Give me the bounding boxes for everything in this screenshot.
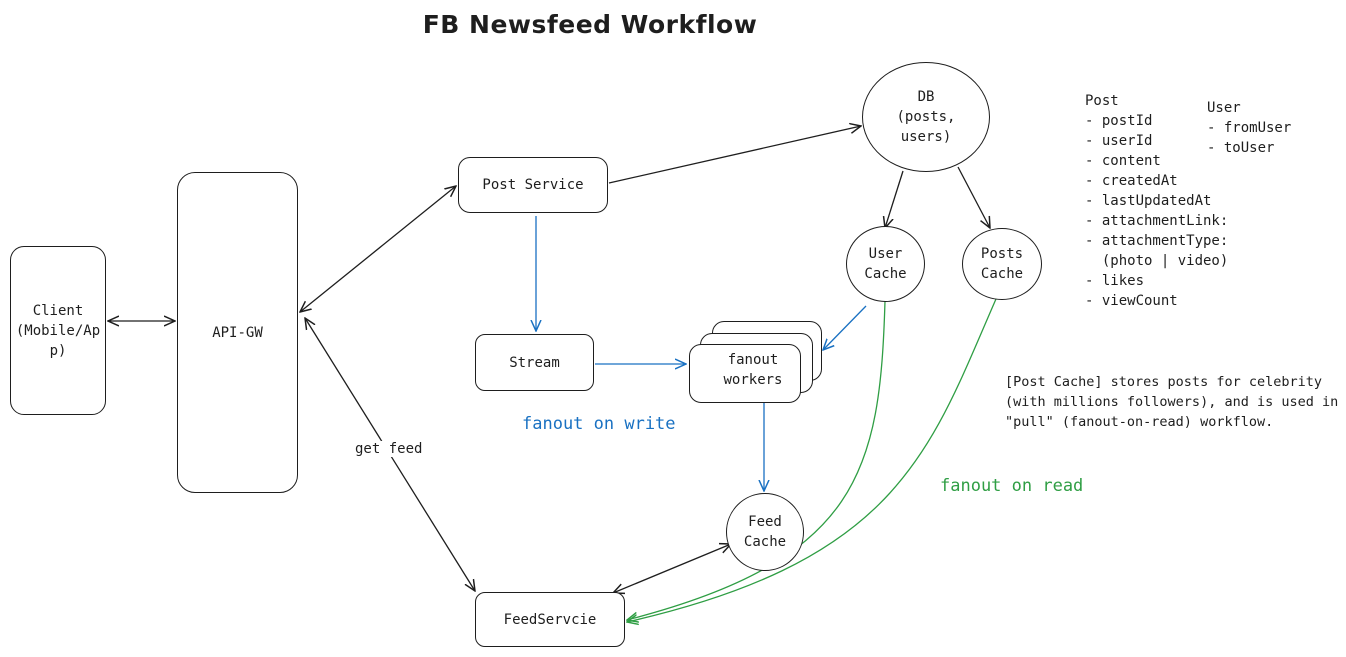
posts-cache-label: Posts Cache [980,246,1024,282]
client-node: Client (Mobile/Ap p) [10,246,106,415]
feed-cache-node: Feed Cache [726,493,804,571]
arrow-db-postscache [957,166,990,228]
fanout-on-read-label: fanout on read [940,476,1084,496]
arrow-postscache-feedservice [627,298,997,622]
fanout-workers-node: fanout workers [689,344,801,403]
arrow-db-usercache [885,170,904,228]
fanout-on-write-label: fanout on write [522,414,676,434]
feed-service-label: FeedServcie [503,611,597,628]
feed-service-node: FeedServcie [475,592,625,647]
arrow-usercache-feedservice [627,300,886,620]
stream-label: Stream [509,354,560,371]
api-gateway-label: API-GW [212,324,263,341]
arrow-postservice-db [608,126,861,184]
arrow-apigw-postservice [300,186,456,312]
user-cache-node: User Cache [846,226,925,302]
post-cache-note: [Post Cache] stores posts for celebrity … [1005,374,1339,430]
get-feed-label: get feed [355,441,423,457]
posts-cache-node: Posts Cache [962,228,1042,300]
user-cache-label: User Cache [864,246,907,282]
post-service-node: Post Service [458,157,608,213]
diagram-title: FB Newsfeed Workflow [422,10,758,39]
user-schema: User - fromUser - toUser [1207,100,1292,156]
feed-cache-label: Feed Cache [743,514,787,550]
post-service-label: Post Service [482,177,584,193]
db-label: DB (posts, users) [896,89,956,145]
client-label: Client (Mobile/Ap p) [15,302,101,359]
post-schema: Post - postId - userId - content - creat… [1085,93,1229,309]
api-gateway-node: API-GW [177,172,298,493]
stream-node: Stream [475,334,594,391]
arrow-feedservice-feedcache [613,544,731,593]
db-node: DB (posts, users) [862,62,990,172]
arrow-usercache-fanout [823,305,867,350]
fanout-workers-label: fanout workers [723,351,783,388]
